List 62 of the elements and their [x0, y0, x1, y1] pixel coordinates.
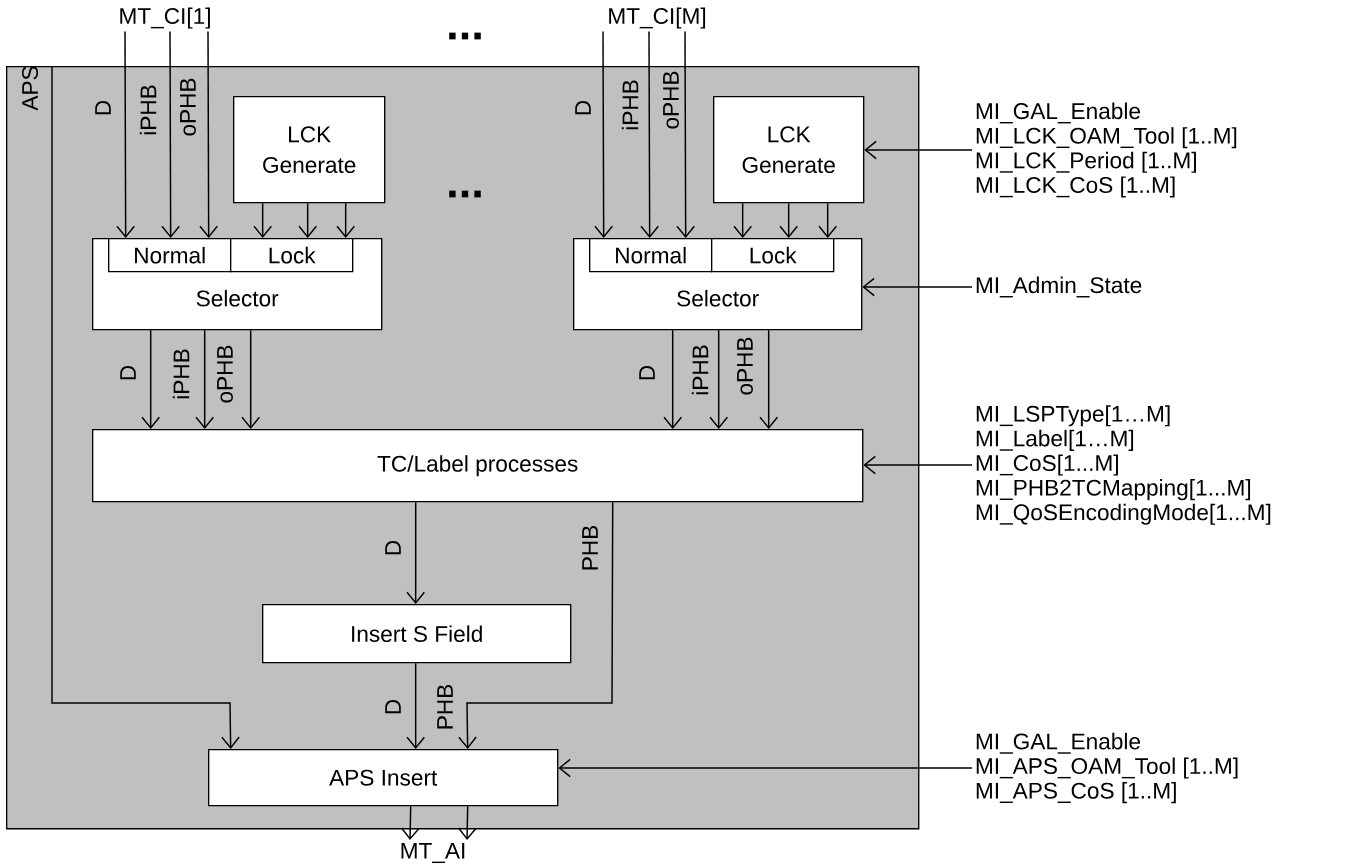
signal-label: PHB: [437, 684, 453, 729]
generator-box: LCK Generate: [233, 96, 386, 204]
parameter-list: MI_GAL_Enable MI_LCK_OAM_Tool [1..M] MI_LCK_Period [1..M] MI_LCK_CoS [1..M]: [976, 102, 1237, 198]
edge-label: D: [575, 100, 591, 115]
edge-label: iPHB: [691, 345, 709, 395]
arrow: [51, 65, 240, 749]
arrow: [558, 758, 973, 778]
signal-label: MT_CI[M]: [609, 7, 706, 29]
process-box: Insert S Field: [262, 604, 572, 664]
arrow: [709, 329, 729, 429]
arrow: [759, 329, 779, 429]
parameter-list: MI_Admin_State: [976, 276, 1142, 298]
arrow: [594, 30, 614, 238]
arrow: [253, 202, 273, 238]
port-box: Normal: [108, 238, 232, 273]
edge-label: iPHB: [139, 85, 157, 135]
arrow: [640, 30, 659, 238]
arrow: [457, 805, 477, 841]
edge-label: PHB: [582, 525, 598, 570]
arrow: [161, 30, 180, 238]
port-box: Normal: [589, 238, 713, 273]
arrow: [676, 30, 696, 238]
edge-label: D: [385, 699, 401, 714]
parameter-list: MI_GAL_Enable MI_APS_OAM_Tool [1..M] MI_APS_CoS [1..M]: [976, 732, 1238, 804]
edge-label: oPHB: [737, 337, 753, 395]
ellipsis: ...: [449, 32, 481, 40]
edge-label: D: [95, 100, 111, 115]
edge-label: iPHB: [172, 349, 190, 399]
arrow: [406, 662, 426, 749]
edge-label: oPHB: [180, 78, 196, 136]
arrow: [336, 202, 356, 238]
edge-label: D: [639, 365, 655, 380]
arrow: [864, 140, 973, 160]
arrow: [116, 30, 135, 238]
process-box: TC/Label processes: [92, 429, 864, 503]
ellipsis: ...: [449, 190, 481, 198]
port-box: Lock: [230, 238, 354, 273]
port-box: Lock: [711, 238, 835, 273]
edge-label: oPHB: [217, 345, 233, 403]
arrow: [862, 277, 973, 297]
arrow: [818, 202, 838, 238]
edge-label: D: [385, 540, 401, 555]
arrow: [400, 805, 420, 841]
arrow: [199, 30, 218, 238]
arrow: [406, 501, 426, 604]
arrow: [733, 202, 753, 238]
arrow: [195, 329, 215, 429]
arrow: [298, 202, 318, 238]
edge-label: oPHB: [663, 71, 679, 129]
signal-label: MT_AI: [401, 842, 465, 864]
generator-box: LCK Generate: [713, 96, 865, 204]
process-box: APS Insert: [208, 749, 559, 807]
arrow: [863, 455, 973, 475]
parameter-list: MI_LSPType[1…M] MI_Label[1…M] MI_CoS[1...M] MI_PHB2TCMapping[1...M] MI_QoSEncodingMode[1...M]: [976, 405, 1271, 525]
arrow: [241, 329, 261, 429]
arrow: [779, 202, 799, 238]
arrow: [458, 501, 614, 749]
signal-label: MT_CI[1]: [120, 7, 210, 29]
edge-label: D: [120, 365, 136, 380]
arrow: [663, 329, 683, 429]
edge-label: iPHB: [621, 80, 639, 130]
arrow: [141, 329, 161, 429]
